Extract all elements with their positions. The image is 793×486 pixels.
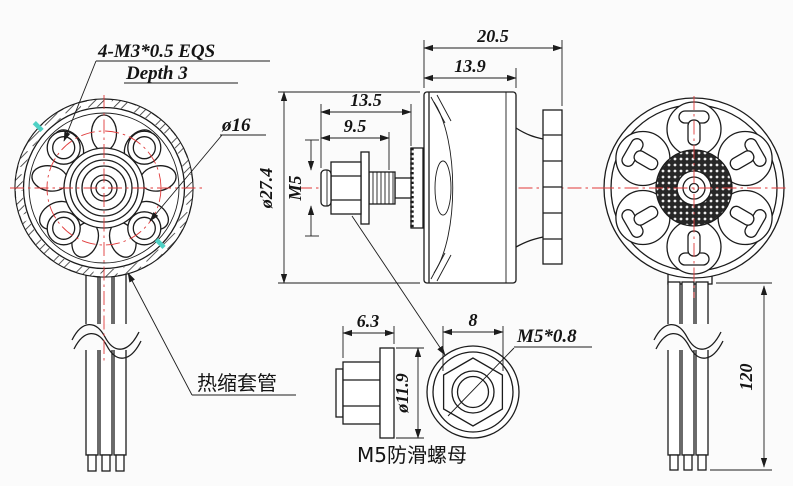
thread-spec-label: M5*0.8	[516, 326, 577, 347]
nut-hex	[330, 161, 362, 215]
teal-mark	[154, 238, 166, 250]
front-wire-bundle	[71, 253, 142, 472]
wire-tip	[697, 454, 707, 471]
mount-neck-top	[515, 127, 544, 140]
front-view-annotations: 4-M3*0.5 EQS Depth 3 ø16 热缩套管	[63, 41, 296, 396]
bell-contour	[433, 101, 454, 274]
bolt-circle-label: ø16	[221, 115, 251, 136]
mount-neck-bottom	[515, 236, 544, 248]
nut-flange	[360, 151, 370, 225]
break-squiggle	[655, 332, 724, 359]
bell-hub-contour	[434, 160, 452, 216]
side-view	[298, 91, 622, 356]
dim-label-nut-flange-dia: ø11.9	[392, 373, 412, 414]
break-squiggle	[653, 323, 722, 350]
rear-view-dimensions: 120	[710, 282, 772, 471]
wire	[113, 267, 127, 456]
fin-lines	[543, 134, 562, 240]
shaft	[394, 177, 412, 199]
dim-label-overall-length: 20.5	[476, 26, 509, 46]
thread-lines	[372, 172, 394, 204]
dim-label-thread-length: 9.5	[344, 116, 367, 136]
magnet-section-hatch	[430, 94, 452, 282]
nut-chamfer	[335, 368, 344, 418]
nut-top-flange-edge	[432, 351, 514, 433]
dim-label-nut-height: 6.3	[357, 311, 380, 331]
nut-detail-leader	[351, 215, 446, 356]
bell-body	[423, 91, 517, 284]
wire-tip	[87, 454, 97, 472]
wire	[681, 281, 695, 456]
wire	[85, 267, 99, 456]
teal-mark	[32, 121, 44, 133]
break-squiggle	[73, 332, 142, 359]
break-squiggle	[71, 323, 140, 350]
mount-note-line1: 4-M3*0.5 EQS	[97, 41, 215, 62]
dim-label-bell-length: 13.9	[454, 56, 486, 76]
rear-view	[600, 96, 788, 471]
mount-note-leader	[63, 60, 97, 142]
front-view	[10, 95, 203, 472]
dim-label-shaft-length: 13.5	[350, 90, 382, 110]
rear-wire-bundle	[653, 271, 724, 471]
nut-collar	[320, 169, 332, 207]
nut-flange-profile	[379, 347, 395, 439]
nut-thread-minor	[456, 375, 490, 409]
wire-tip	[115, 454, 125, 472]
nut-caption: M5防滑螺母	[357, 443, 467, 467]
nut-thread-major	[451, 370, 495, 414]
dim-label-across-flats: 8	[469, 310, 478, 330]
dim-label-body-diameter: ø27.4	[256, 168, 276, 210]
heat-shrink-label: 热缩套管	[197, 371, 277, 395]
bolt-circle-centerline	[46, 130, 162, 246]
wire	[667, 281, 681, 456]
bolt-circle-leader	[149, 134, 223, 222]
side-view-dimensions: 20.5 13.9 13.5 9.5 ø27.4 M5	[256, 26, 563, 284]
nut-detail: 6.3 ø11.9 8 M5*0.8 M5防滑螺母	[335, 310, 592, 467]
dim-label-wire-length: 120	[736, 364, 756, 391]
wire	[695, 281, 709, 456]
dim-label-shaft-thread: M5	[285, 175, 305, 201]
heat-shrink-leader	[127, 272, 193, 396]
mount-note-line2: Depth 3	[125, 63, 188, 84]
wire	[99, 267, 113, 456]
wire-tip	[683, 454, 693, 471]
wire-tip	[669, 454, 679, 471]
wire-tip	[101, 454, 111, 472]
nut-hex-profile	[342, 361, 381, 425]
